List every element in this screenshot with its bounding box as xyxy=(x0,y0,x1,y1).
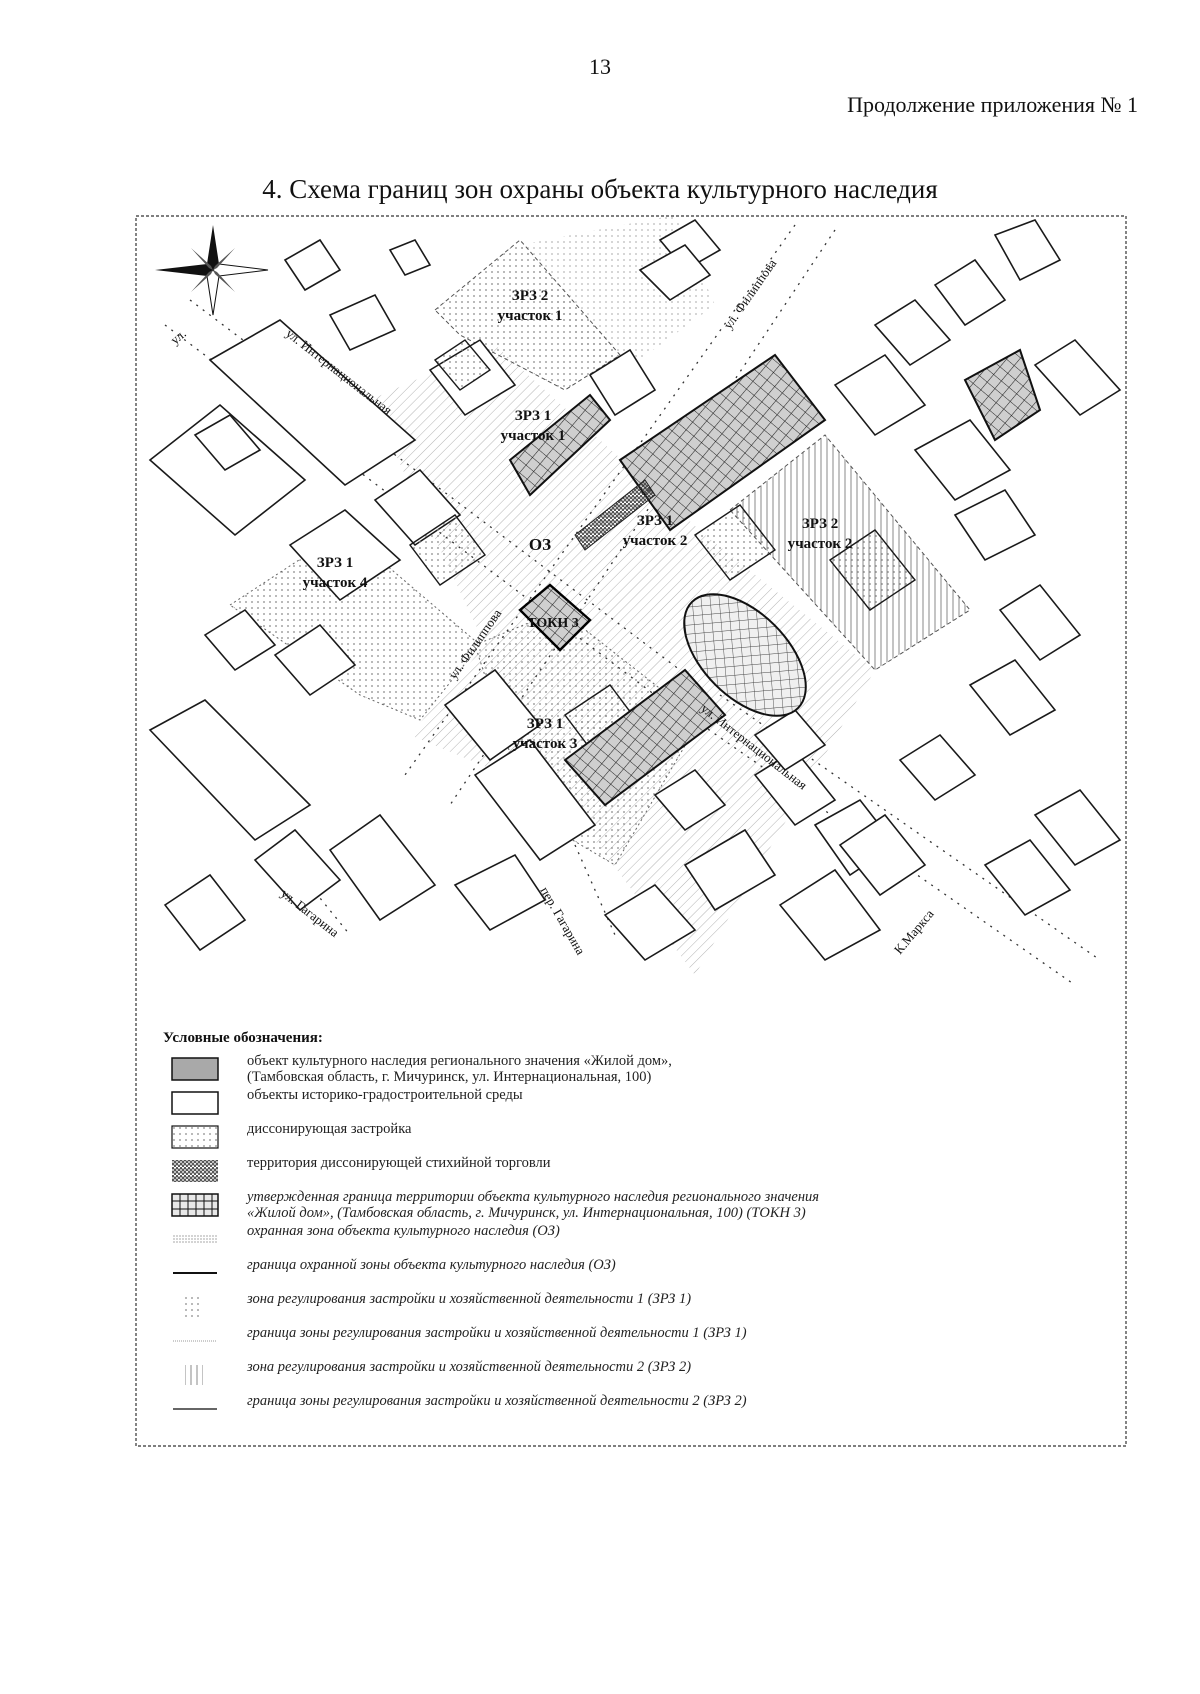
legend-item-dissonant-building: диссонирующая застройка xyxy=(165,1121,1115,1155)
svg-text:ул.: ул. xyxy=(167,326,189,348)
svg-text:ЗРЗ 1: ЗРЗ 1 xyxy=(317,555,353,571)
zone-label-rz1-3-b: участок 3 xyxy=(513,736,578,752)
svg-text:ул. Филиппова: ул. Филиппова xyxy=(720,256,779,332)
legend-item-heritage-object: объект культурного наследия региональног… xyxy=(165,1053,1115,1087)
street-label-gagarina-per: пер. Гагарина xyxy=(537,884,588,957)
legend-item-zrz1-border: граница зоны регулирования застройки и х… xyxy=(165,1325,1115,1359)
zone-label-rz1-1-b: участок 1 xyxy=(501,428,566,444)
legend-item-protection-zone: охранная зона объекта культурного наслед… xyxy=(165,1223,1115,1257)
map-frame: ЗРЗ 2 участок 1 ЗРЗ 1 участок 1 ОЗ ЗРЗ 1… xyxy=(135,215,1127,1447)
legend-text-historic-environment: объекты историко-градостроительной среды xyxy=(247,1087,523,1103)
svg-text:участок 2: участок 2 xyxy=(788,536,853,552)
svg-text:ЗРЗ 1: ЗРЗ 1 xyxy=(515,408,551,424)
heritage-territory-grid-4 xyxy=(963,348,1042,442)
svg-text:участок 1: участок 1 xyxy=(501,428,566,444)
legend-text-dissonant-building: диссонирующая застройка xyxy=(247,1121,412,1137)
svg-text:ОЗ: ОЗ xyxy=(529,535,551,554)
heritage-object-tokn xyxy=(518,583,592,652)
zone-label-rz2-2-a: ЗРЗ 2 xyxy=(802,516,838,532)
zone-label-rz2-1-a: ЗРЗ 2 xyxy=(512,288,548,304)
dissonant-buildings xyxy=(408,339,917,756)
compass-rose xyxy=(155,225,269,316)
zone-label-rz1-1-a: ЗРЗ 1 xyxy=(515,408,551,424)
zone-label-rz1-4-a: ЗРЗ 1 xyxy=(317,555,353,571)
legend-item-zrz2-border: граница зоны регулирования застройки и х… xyxy=(165,1393,1115,1427)
legend-text-heritage-object-2: (Тамбовская область, г. Мичуринск, ул. И… xyxy=(247,1069,652,1085)
zrz2-swatch xyxy=(185,1365,203,1385)
legend: Условные обозначения: объект культурного… xyxy=(163,1030,1115,1427)
legend-text-zrz2: зона регулирования застройки и хозяйстве… xyxy=(247,1359,692,1375)
zone-label-rz2-1-b: участок 1 xyxy=(498,308,563,324)
svg-text:участок 3: участок 3 xyxy=(513,736,578,752)
zrz1-swatch xyxy=(185,1297,203,1317)
heritage-territory-grid-2 xyxy=(618,353,827,532)
heritage-object-swatch xyxy=(171,1057,219,1081)
page-number: 13 xyxy=(589,54,611,79)
dissonant-trade-swatch xyxy=(172,1160,218,1182)
svg-text:пер. Гагарина: пер. Гагарина xyxy=(537,884,588,957)
zrz2-border-swatch xyxy=(173,1408,217,1410)
heritage-territory-swatch xyxy=(171,1193,219,1217)
legend-item-historic-environment: объекты историко-градостроительной среды xyxy=(165,1087,1115,1121)
zone-label-oz: ОЗ xyxy=(529,535,551,554)
street-label-filippova-ne: ул. Филиппова xyxy=(720,256,779,332)
historic-environment-swatch xyxy=(171,1091,219,1115)
legend-text-heritage-territory-2: «Жилой дом», (Тамбовская область, г. Мич… xyxy=(247,1205,806,1221)
svg-text:ЗРЗ 2: ЗРЗ 2 xyxy=(802,516,838,532)
legend-text-protection-zone: охранная зона объекта культурного наслед… xyxy=(247,1223,560,1239)
svg-text:участок 1: участок 1 xyxy=(498,308,563,324)
zone-labels: ЗРЗ 2 участок 1 ЗРЗ 1 участок 1 ОЗ ЗРЗ 1… xyxy=(303,288,853,752)
svg-text:ТОКН 3: ТОКН 3 xyxy=(527,616,579,631)
zrz1-border-swatch xyxy=(173,1340,217,1342)
svg-text:ЗРЗ 1: ЗРЗ 1 xyxy=(527,716,563,732)
legend-text-zrz1: зона регулирования застройки и хозяйстве… xyxy=(247,1291,692,1307)
legend-item-zrz1: зона регулирования застройки и хозяйстве… xyxy=(165,1291,1115,1325)
legend-text-heritage-object-1: объект культурного наследия региональног… xyxy=(247,1053,672,1069)
heritage-territory-grid-1 xyxy=(508,393,612,497)
legend-text-protection-zone-border: граница охранной зоны объекта культурног… xyxy=(247,1257,616,1273)
street-label-ul-fragment: ул. xyxy=(167,326,189,348)
legend-item-zrz2: зона регулирования застройки и хозяйстве… xyxy=(165,1359,1115,1393)
legend-text-zrz1-border: граница зоны регулирования застройки и х… xyxy=(247,1325,747,1341)
protection-zone-swatch xyxy=(173,1235,217,1243)
zrz1-area-4 xyxy=(229,529,481,721)
zone-label-rz1-3-a: ЗРЗ 1 xyxy=(527,716,563,732)
legend-text-zrz2-border: граница зоны регулирования застройки и х… xyxy=(247,1393,747,1409)
svg-text:К.Маркса: К.Маркса xyxy=(891,906,937,957)
appendix-note: Продолжение приложения № 1 xyxy=(847,92,1138,117)
dissonant-trade-strip xyxy=(574,479,656,551)
dissonant-building-swatch xyxy=(171,1125,219,1149)
svg-text:ЗРЗ 1: ЗРЗ 1 xyxy=(637,513,673,529)
zone-label-rz1-2-b: участок 2 xyxy=(623,533,688,549)
zone-label-rz1-2-a: ЗРЗ 1 xyxy=(637,513,673,529)
legend-text-dissonant-trade: территория диссонирующей стихийной торго… xyxy=(247,1155,551,1171)
svg-text:участок 4: участок 4 xyxy=(303,575,368,591)
scheme-title: 4. Схема границ зон охраны объекта культ… xyxy=(262,174,938,204)
protection-zone-oz xyxy=(370,215,875,975)
zone-label-rz1-4-b: участок 4 xyxy=(303,575,368,591)
zone-label-rz2-2-b: участок 2 xyxy=(788,536,853,552)
svg-text:ЗРЗ 2: ЗРЗ 2 xyxy=(512,288,548,304)
legend-text-heritage-territory-1: утвержденная граница территории объекта … xyxy=(247,1189,820,1205)
heritage-territory-oval xyxy=(683,593,807,717)
scheme-map: ЗРЗ 2 участок 1 ЗРЗ 1 участок 1 ОЗ ЗРЗ 1… xyxy=(135,215,1127,1447)
historic-buildings xyxy=(148,218,1122,962)
legend-item-protection-zone-border: граница охранной зоны объекта культурног… xyxy=(165,1257,1115,1291)
street-label-k-marksa: К.Маркса xyxy=(891,906,937,957)
protection-zone-border-swatch xyxy=(173,1272,217,1274)
heritage-territory-grid-3 xyxy=(563,668,727,807)
legend-heading: Условные обозначения: xyxy=(163,1030,323,1046)
map-border xyxy=(135,215,1127,1447)
legend-item-heritage-territory: утвержденная граница территории объекта … xyxy=(165,1189,1115,1223)
svg-text:участок 2: участок 2 xyxy=(623,533,688,549)
legend-item-dissonant-trade: территория диссонирующей стихийной торго… xyxy=(165,1155,1115,1189)
zone-label-tokn: ТОКН 3 xyxy=(527,616,579,631)
